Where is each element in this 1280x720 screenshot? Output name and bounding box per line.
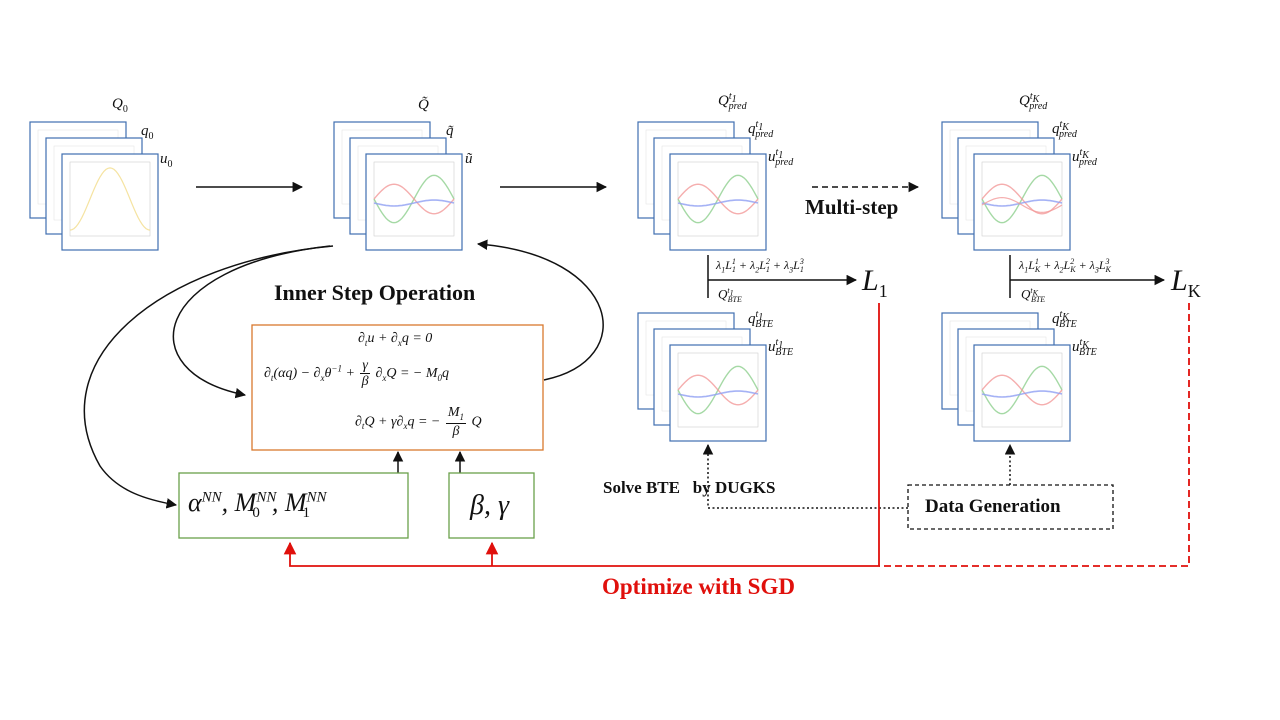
label-u-pred-t1: ut1pred: [768, 147, 794, 168]
label-q-pred-tK: qtKpred: [1052, 119, 1077, 140]
label-Q0: Q0: [112, 96, 128, 115]
label-q-bte-tK: qtKBTE: [1052, 309, 1077, 330]
data-generation-label: Data Generation: [925, 496, 1061, 517]
label-q-bte-t1: qt1BTE: [748, 309, 774, 330]
label-u-pred-tK: utKpred: [1072, 147, 1097, 168]
plot-stack-pred_tK: [941, 121, 1071, 251]
arrow-datagen-to-bte-1: [702, 443, 908, 509]
label-u-bte-tK: utKBTE: [1072, 337, 1097, 358]
label-q0: q0: [141, 123, 154, 142]
arrow-loop-return: [476, 239, 604, 381]
label-Q-tilde: Q̃: [418, 97, 429, 113]
label-q-tilde: q̃: [446, 123, 454, 139]
label-Q-pred-t1: Qt1pred: [718, 91, 747, 112]
plot-stack-bte_tK: [941, 312, 1071, 442]
optimize-label: Optimize with SGD: [602, 574, 795, 599]
label-u-tilde: ũ: [465, 151, 473, 167]
plot-frame: [61, 153, 159, 251]
plot-stack-initial: [29, 121, 159, 251]
plot-stack-tilde: [333, 121, 463, 251]
param-box-nn: [178, 472, 409, 539]
params-beta-gamma: β, γ: [470, 490, 509, 521]
loss-target-1: Qt1BTE: [718, 286, 742, 304]
params-nn: αNN, MNN0, MNN1: [188, 488, 327, 522]
inner-step-title: Inner Step Operation: [274, 280, 476, 305]
optimize-path-main: [283, 303, 880, 567]
loss-L1: L1: [862, 264, 888, 301]
arrow-loop-inner: [172, 245, 331, 399]
multi-step-label: Multi-step: [805, 195, 899, 219]
label-Q-pred-tK: QtKpred: [1019, 91, 1048, 112]
label-q-pred-t1: qt1pred: [748, 119, 774, 140]
data-generation-box: [907, 484, 1114, 530]
loss-target-K: QtKBTE: [1021, 286, 1046, 304]
loss-formula-1: λ1L11 + λ2L21 + λ3L31: [716, 257, 804, 275]
equation-box: [251, 324, 544, 451]
plot-stack-bte_t1: [637, 312, 767, 442]
plot-stack-pred_t1: [637, 121, 767, 251]
label-u-bte-t1: ut1BTE: [768, 337, 794, 358]
solve-bte-label: Solve BTE by DUGKS: [603, 478, 776, 497]
equation-1: ∂tu + ∂xq = 0: [358, 331, 433, 348]
label-u0: u0: [160, 151, 173, 170]
loss-formula-K: λ1L1K + λ2L2K + λ3L3K: [1019, 257, 1111, 275]
arrow-loop-outer: [83, 245, 334, 509]
param-box-beta-gamma: [448, 472, 535, 539]
plot-stacks: [29, 121, 1071, 442]
loss-LK: LK: [1171, 264, 1201, 301]
